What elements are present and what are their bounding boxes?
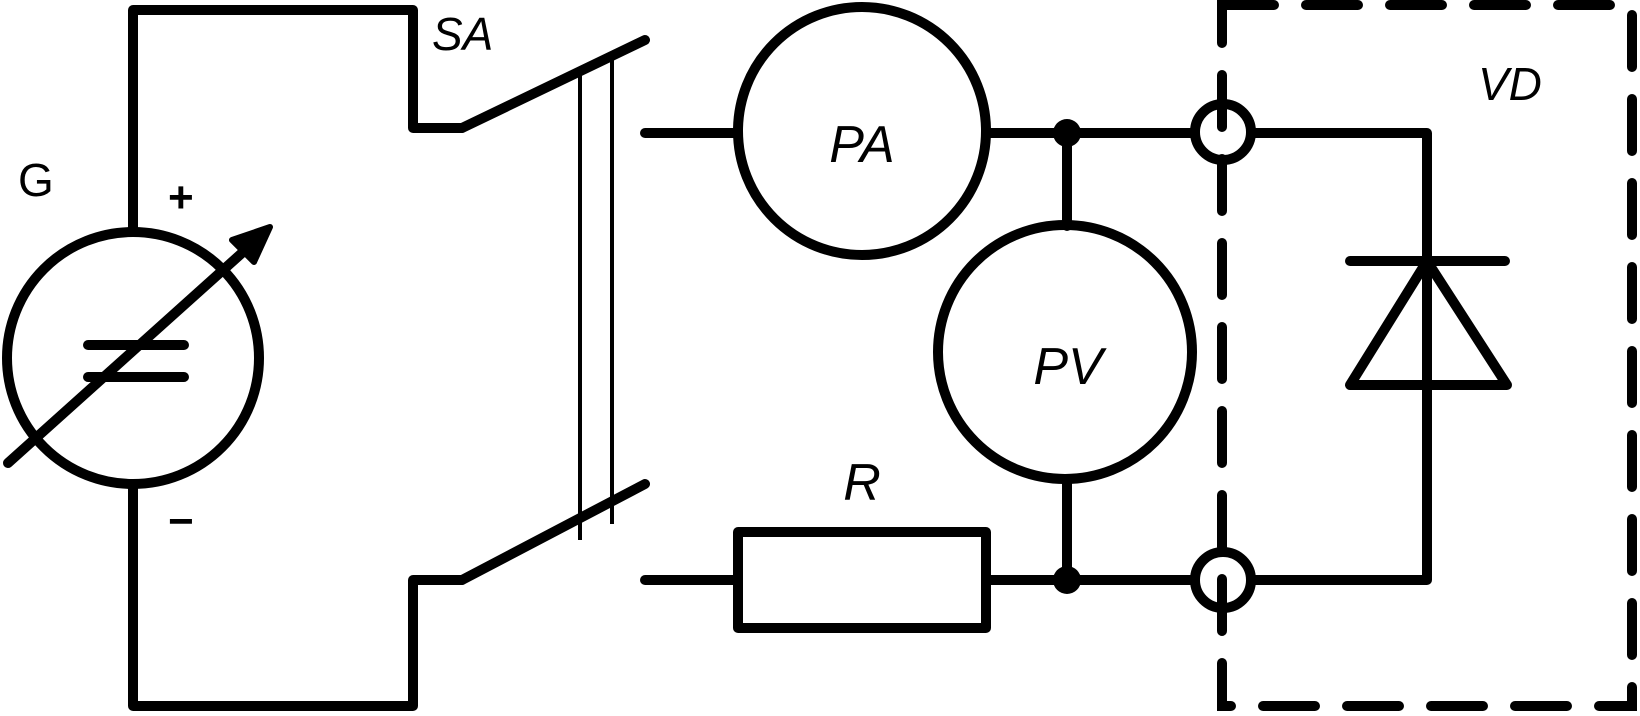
source-minus-sign: − [168,497,194,546]
resistor-label: R [843,454,881,512]
dashed-enclosure [1217,0,1637,711]
switch-sa: SA [432,8,650,585]
wire-terminal1-to-diode [1246,128,1432,266]
source-arrow-head-icon [229,224,273,265]
resistor-body [733,527,991,633]
source-label: G [18,154,54,206]
source-plus-sign: + [168,173,194,222]
source-adjust-arrow [3,239,257,468]
switch-blade-lower [457,479,650,585]
ammeter-pa: PA [733,2,991,260]
voltmeter-label: PV [1033,338,1107,396]
diode-vd-enclosure: VD [1190,0,1637,711]
switch-label: SA [432,8,493,60]
switch-blade-upper [457,35,650,133]
diode-symbol-icon [1345,256,1512,390]
wire-source-minus-to-switch [128,479,467,711]
wire-source-plus-to-switch [128,5,467,237]
voltmeter-pv: PV [933,220,1197,484]
diode-label: VD [1478,58,1542,110]
resistor-r: R [733,454,991,633]
wire-diode-to-terminal2 [1246,380,1432,585]
source-g: G + − [2,154,273,546]
junction-node-2 [1053,566,1081,594]
ammeter-label: PA [829,116,895,174]
